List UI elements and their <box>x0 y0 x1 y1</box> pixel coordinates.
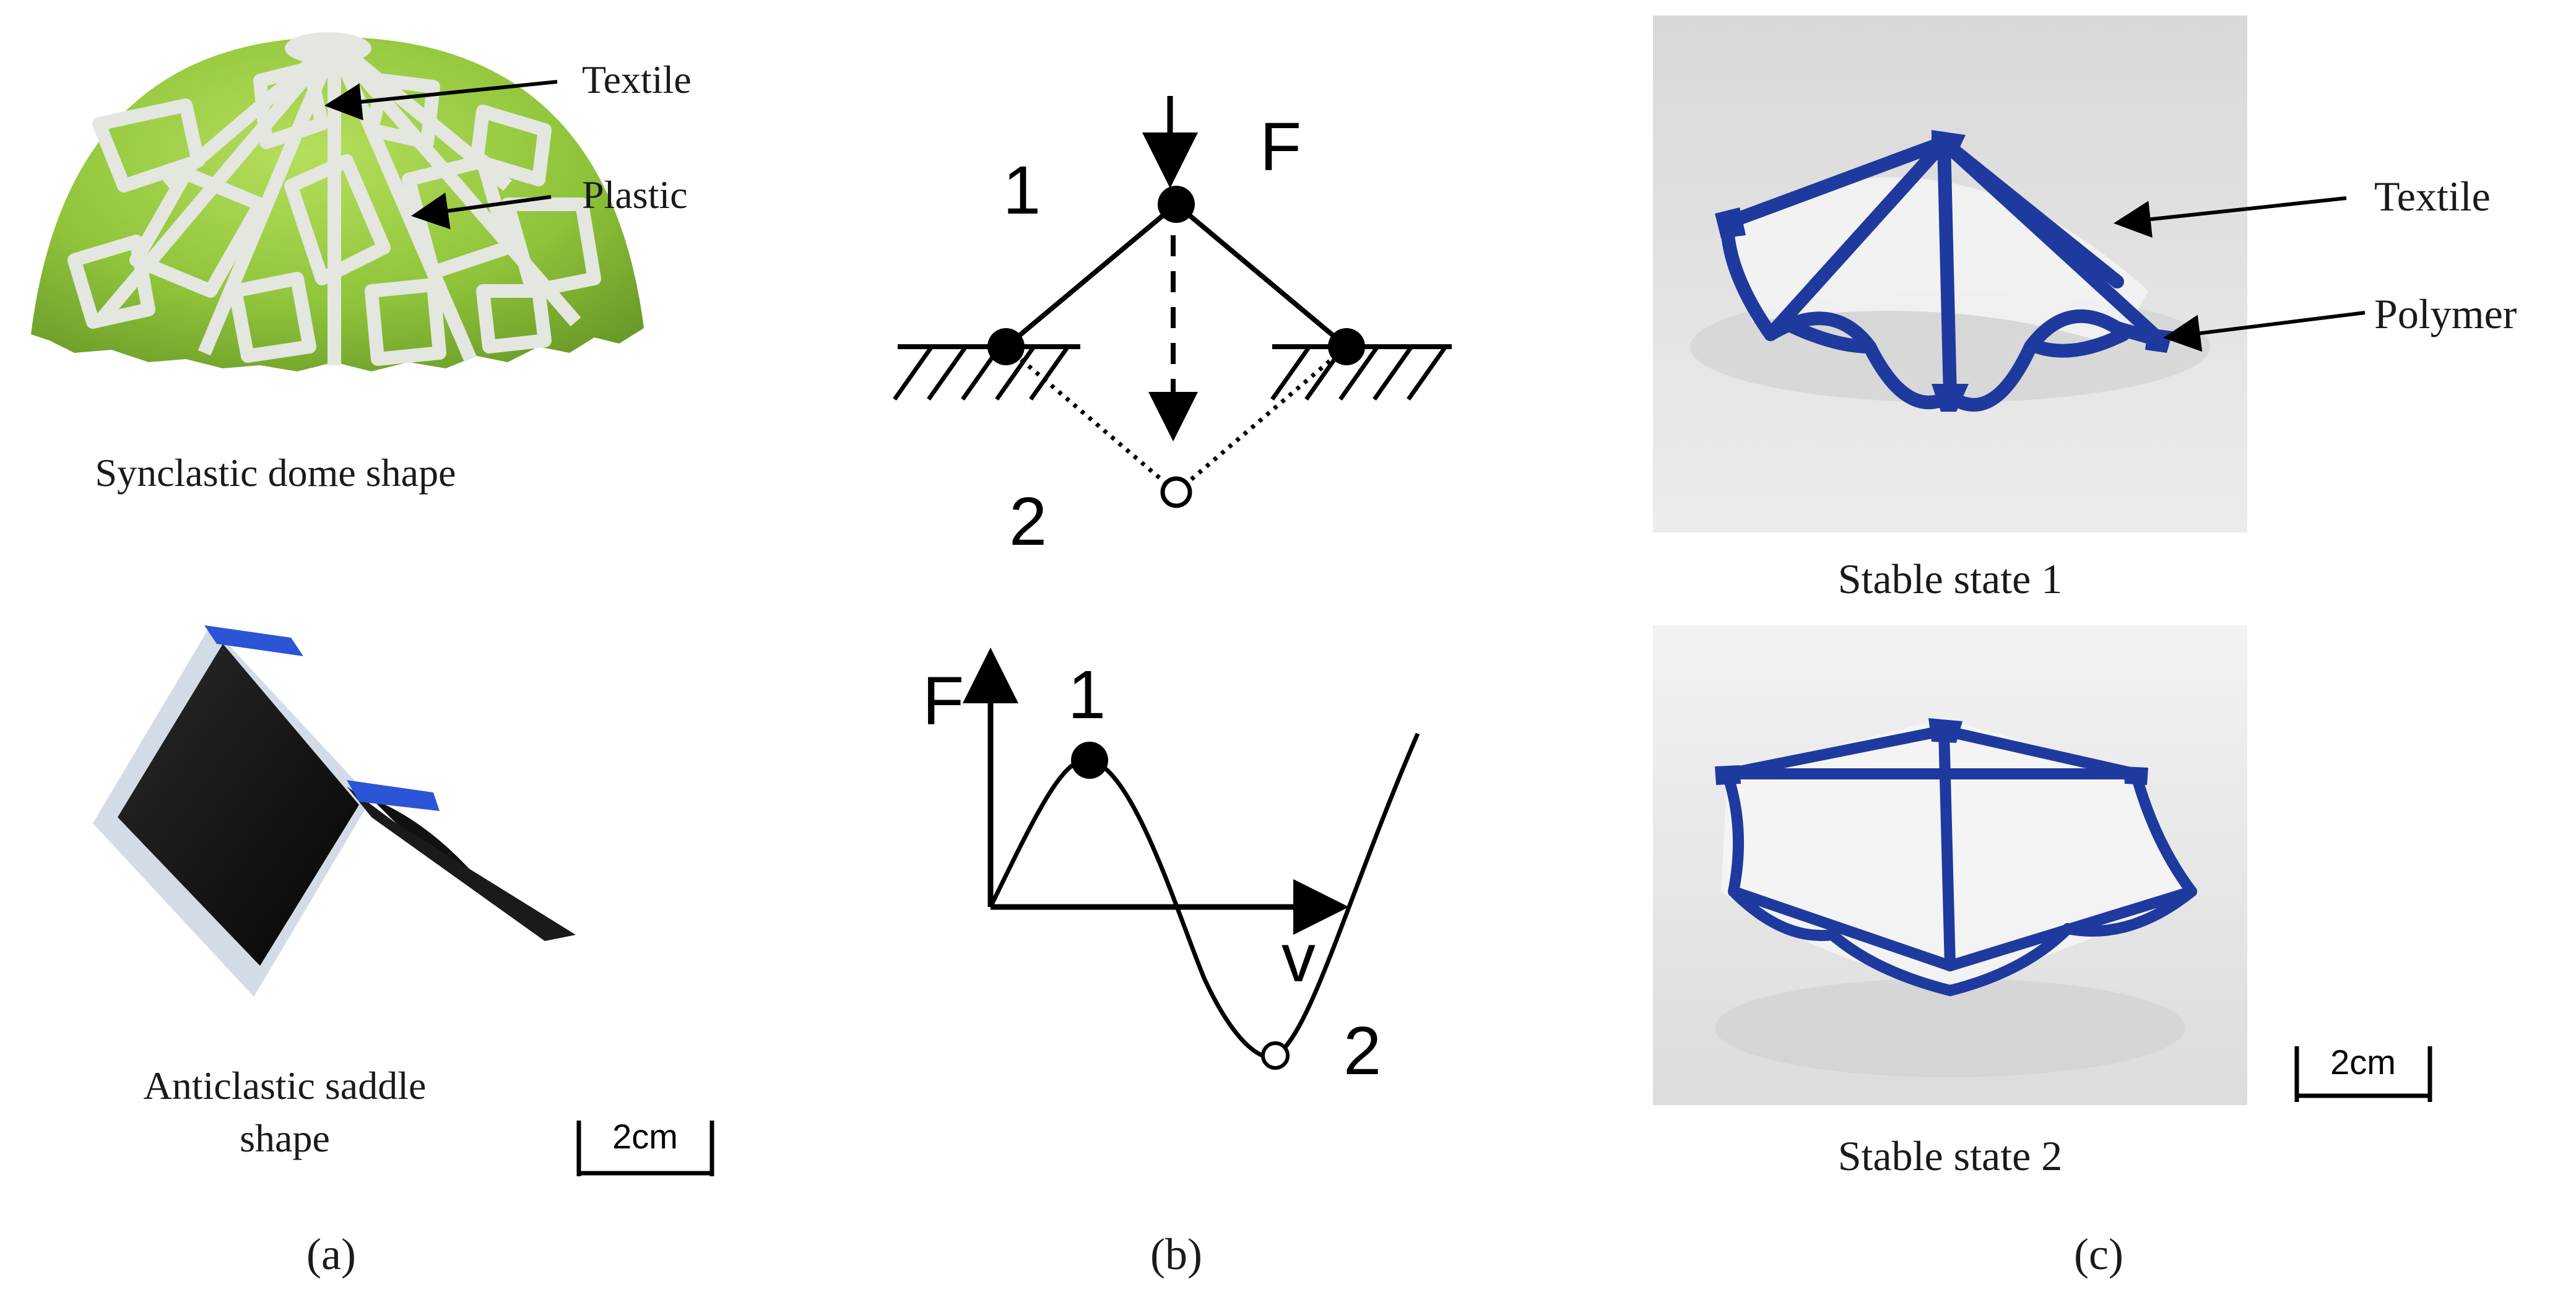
top-joint-state-2 <box>1160 476 1192 508</box>
panel-label-c: (c) <box>2074 1230 2123 1279</box>
anticlastic-saddle-photo <box>93 625 576 997</box>
scale-label-c: 2cm <box>2330 1043 2396 1082</box>
scale-bar-a <box>576 1121 714 1176</box>
plastic-arrow <box>411 192 552 230</box>
panel-a: Textile Plastic Synclastic dome shape An… <box>31 32 714 1279</box>
state-2-label: 2 <box>1009 484 1047 560</box>
graph-state-1-label: 1 <box>1068 657 1106 733</box>
force-curve <box>988 732 1420 1060</box>
textile-arrow <box>324 80 558 121</box>
panel-label-a: (a) <box>306 1230 356 1279</box>
top-joint-state-1 <box>1158 186 1195 223</box>
polymer-label-c: Polymer <box>2374 290 2517 337</box>
left-joint <box>987 328 1025 365</box>
saddle-caption-line2: shape <box>240 1116 330 1160</box>
graph-state-2-point <box>1261 1041 1290 1070</box>
panel-c: Textile Polymer Stable state 1 Stab <box>1653 15 2517 1279</box>
polymer-arrow-c <box>2163 311 2366 352</box>
synclastic-dome-photo <box>31 32 644 371</box>
graph-x-label: v <box>1281 920 1316 996</box>
bistable-mechanism-diagram <box>893 96 1452 508</box>
dome-caption: Synclastic dome shape <box>95 451 456 495</box>
graph-state-1-point <box>1071 742 1108 779</box>
force-label: F <box>1260 109 1301 185</box>
plastic-label: Plastic <box>582 173 688 217</box>
scale-label-a: 2cm <box>612 1117 678 1156</box>
right-joint <box>1328 328 1365 365</box>
stable-state-2-photo <box>1653 625 2247 1105</box>
force-displacement-graph <box>963 648 1420 1070</box>
saddle-caption-line1: Anticlastic saddle <box>144 1064 427 1108</box>
textile-label-c: Textile <box>2374 173 2491 220</box>
state-1-label: 1 <box>1003 152 1041 228</box>
scale-bar-c <box>2294 1046 2432 1102</box>
graph-y-label: F <box>922 663 964 739</box>
textile-label: Textile <box>582 58 692 102</box>
panel-label-b: (b) <box>1150 1230 1202 1279</box>
stable-state-1-photo <box>1653 15 2247 532</box>
panel-b: F 1 2 F 1 v 2 (b) <box>893 96 1452 1279</box>
textile-arrow-c <box>2114 196 2347 238</box>
stable-state-2-caption: Stable state 2 <box>1838 1132 2063 1179</box>
stable-state-1-caption: Stable state 1 <box>1838 555 2063 602</box>
graph-state-2-label: 2 <box>1343 1013 1381 1089</box>
